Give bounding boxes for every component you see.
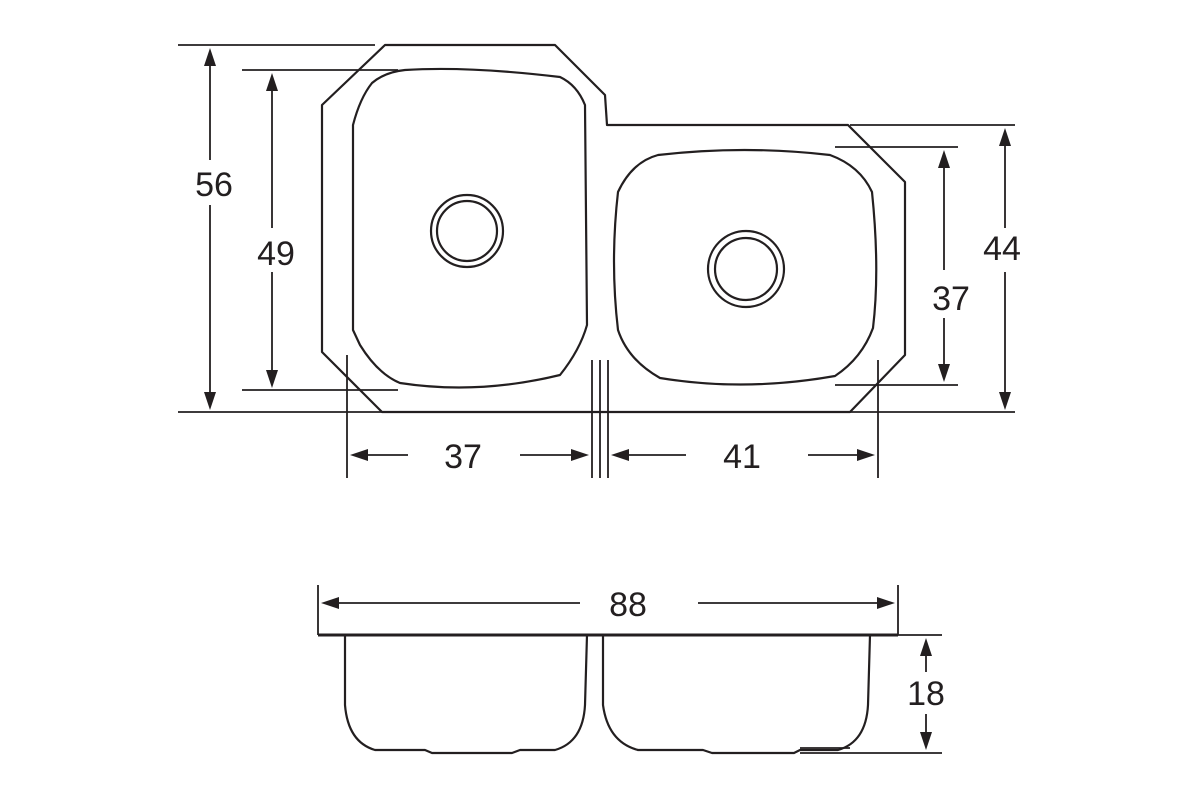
- dim-overall-depth-label: 56: [195, 166, 233, 204]
- right-drain-outer: [706, 229, 786, 309]
- dim-right-overall-depth: 44: [983, 128, 1021, 410]
- top-view: 56 49 37 44: [178, 43, 1021, 478]
- right-bowl-outline: [612, 148, 878, 386]
- sink-outer-outline: [320, 43, 907, 414]
- dim-right-bowl-width: 41: [611, 438, 875, 476]
- dim-height-label: 18: [907, 675, 945, 713]
- left-bowl-outline: [351, 67, 589, 389]
- dim-right-bowl-depth: 37: [932, 150, 970, 382]
- dim-overall-width-label: 88: [609, 586, 647, 624]
- dim-right-overall-depth-label: 44: [983, 230, 1021, 268]
- side-view: 88 18: [317, 585, 945, 755]
- dim-overall-depth: 56: [195, 48, 233, 410]
- dim-left-bowl-depth-label: 49: [257, 235, 295, 273]
- dim-left-bowl-width-label: 37: [444, 438, 482, 476]
- dim-right-bowl-width-label: 41: [723, 438, 761, 476]
- left-drain-inner: [435, 199, 499, 263]
- dim-right-bowl-depth-label: 37: [932, 280, 970, 318]
- dim-overall-width: 88: [321, 586, 895, 624]
- left-drain-outer: [429, 193, 505, 269]
- right-drain-inner: [713, 236, 779, 302]
- side-left-bowl: [343, 633, 589, 755]
- dim-left-bowl-depth: 49: [257, 73, 295, 388]
- dim-height: 18: [907, 638, 945, 750]
- dim-left-bowl-width: 37: [350, 438, 589, 476]
- side-right-bowl: [601, 633, 872, 755]
